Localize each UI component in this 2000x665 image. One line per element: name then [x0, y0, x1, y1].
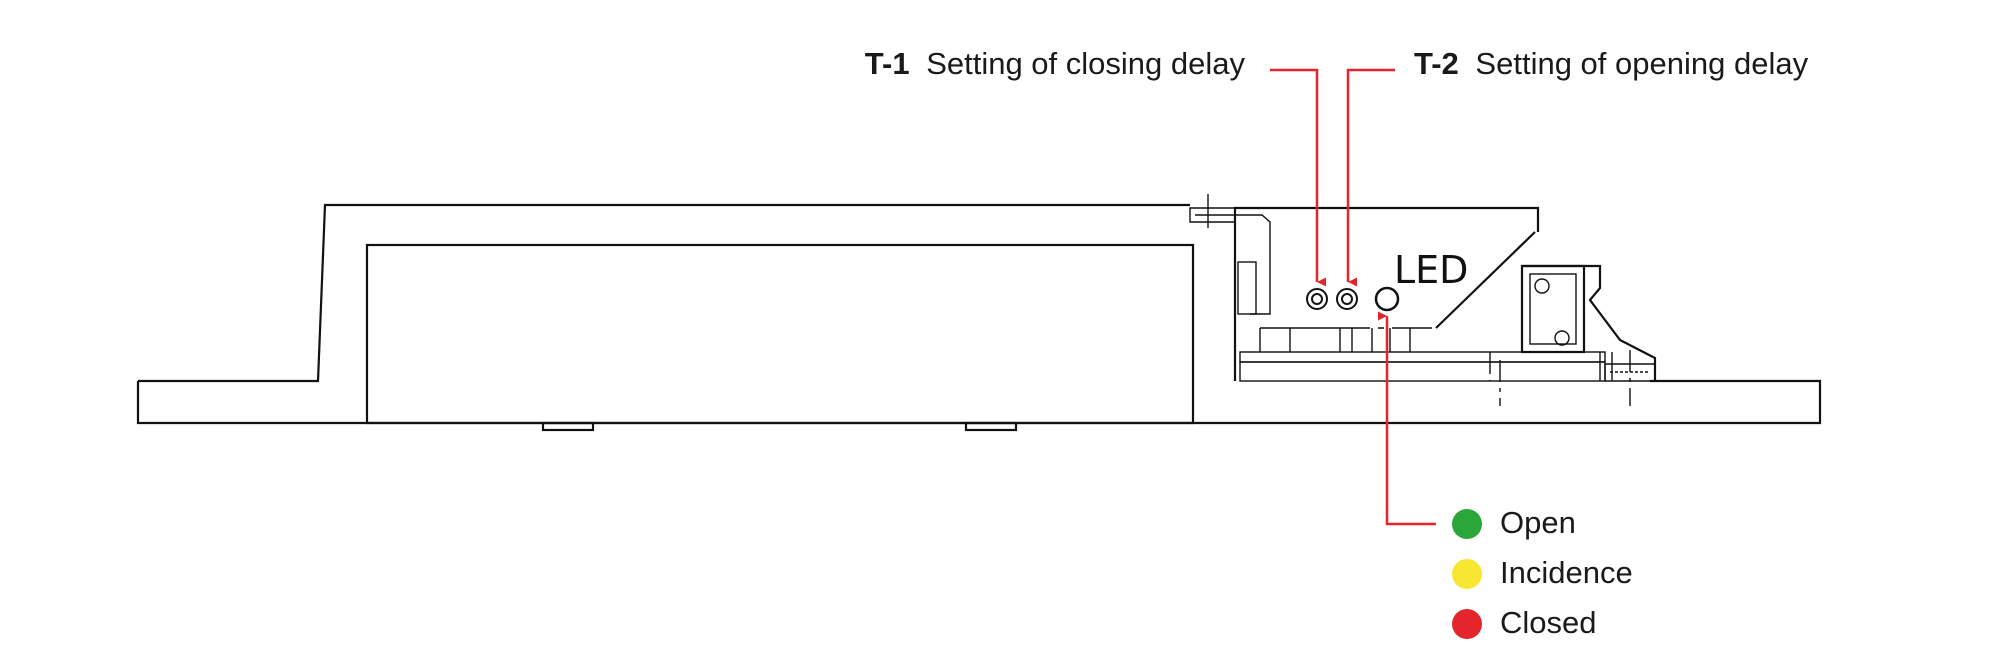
diagonal-cover [1435, 231, 1536, 329]
electronics-compartment [1233, 206, 1540, 381]
top-clip [1189, 207, 1236, 223]
legend-item-open: Open [1452, 505, 1576, 540]
callout-t1: T-1 Setting of closing delay [865, 46, 1246, 81]
leader-led [1378, 311, 1436, 526]
pcb-base [1239, 361, 1606, 382]
inner-chamber [365, 243, 1195, 425]
foot-left [541, 421, 595, 432]
bracket [1195, 214, 1271, 315]
led-legend: Open Incidence Closed [1452, 505, 1633, 640]
callout-t1-code: T-1 [865, 46, 910, 81]
end-block [1522, 264, 1657, 381]
legend-swatch-incidence [1452, 559, 1482, 589]
housing-left-profile [138, 203, 1190, 383]
end-posts [1599, 352, 1613, 381]
bracket-block [1237, 261, 1257, 315]
terminal-screw-bottom [1554, 330, 1570, 346]
potentiometer-t2 [1336, 288, 1358, 310]
legend-label-closed: Closed [1500, 605, 1597, 640]
leader-t2 [1346, 68, 1395, 287]
legend-label-open: Open [1500, 505, 1576, 540]
callout-t2-code: T-2 [1414, 46, 1459, 81]
seal [1604, 363, 1656, 382]
potentiometer-t1 [1306, 288, 1328, 310]
foot-right [964, 421, 1018, 432]
axis-mark-1 [1489, 352, 1501, 406]
terminal-inner [1529, 273, 1577, 345]
pcb-components [1259, 328, 1411, 352]
terminal-block [1520, 264, 1586, 354]
leader-t1 [1270, 68, 1326, 287]
callout-t2: T-2 Setting of opening delay [1414, 46, 1809, 81]
callout-t2-text: Setting of opening delay [1475, 46, 1808, 81]
terminal-screw-top [1534, 278, 1550, 294]
pcb-board [1239, 351, 1606, 363]
legend-swatch-closed [1452, 609, 1482, 639]
callout-t1-text: Setting of closing delay [926, 46, 1245, 81]
legend-item-incidence: Incidence [1452, 555, 1633, 590]
legend-swatch-open [1452, 509, 1482, 539]
housing-outline [136, 194, 1822, 432]
base-plate [136, 379, 1822, 425]
led-label: LED [1394, 248, 1468, 292]
legend-label-incidence: Incidence [1500, 555, 1633, 590]
legend-item-closed: Closed [1452, 605, 1597, 640]
led-indicator [1374, 286, 1400, 312]
